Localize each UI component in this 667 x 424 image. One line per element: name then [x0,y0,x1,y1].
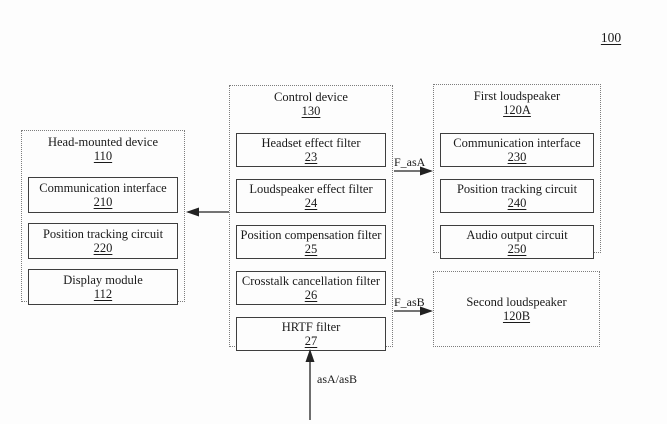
sub-block-position-tracking-circuit: Position tracking circuit 220 [28,223,178,259]
box-title: Second loudspeaker 120B [440,295,593,324]
sub-block-ref: 26 [304,287,318,302]
sub-block-ref: 23 [304,149,318,164]
box-title-label: Control device [274,90,348,104]
sub-block-ref: 27 [304,333,318,348]
head-mounted-device-box: Head-mounted device 110 Communication in… [21,130,185,305]
sub-block-headset-effect-filter: Headset effect filter 23 [236,133,386,167]
sub-block-loudspeaker-effect-filter: Loudspeaker effect filter 24 [236,179,386,213]
sub-block-label: Display module [63,272,143,287]
sub-block-ref: 24 [304,195,318,210]
box-ref: 120A [503,103,531,117]
first-loudspeaker-box: First loudspeaker 120A Communication int… [433,84,601,259]
sub-block-label: Audio output circuit [466,227,568,242]
sub-block-display-module: Display module 112 [28,269,178,305]
label-f-asb: F_asB [394,295,425,309]
sub-block-communication-interface: Communication interface 230 [440,133,594,167]
sub-block-position-tracking-circuit: Position tracking circuit 240 [440,179,594,213]
figure-ref-label: 100 [600,30,622,45]
sub-block-label: Communication interface [453,135,581,150]
sub-block-label: HRTF filter [281,319,341,334]
sub-block-label: Position tracking circuit [42,226,164,241]
sub-block-ref: 210 [93,194,113,209]
second-loudspeaker-box: Second loudspeaker 120B [433,271,600,347]
box-ref: 110 [93,149,113,163]
sub-block-ref: 240 [507,195,527,210]
label-f-asa: F_asA [394,155,426,169]
control-device-box: Control device 130 Headset effect filter… [229,85,393,351]
sub-block-ref: 230 [507,149,527,164]
sub-block-label: Position compensation filter [240,227,382,242]
sub-block-hrtf-filter: HRTF filter 27 [236,317,386,351]
sub-block-crosstalk-cancellation-filter: Crosstalk cancellation filter 26 [236,271,386,305]
sub-block-audio-output-circuit: Audio output circuit 250 [440,225,594,259]
box-title: Head-mounted device 110 [28,131,178,167]
box-title-label: First loudspeaker [473,89,561,103]
sub-block-position-compensation-filter: Position compensation filter 25 [236,225,386,259]
box-ref: 130 [301,104,321,118]
box-ref: 120B [502,308,531,323]
box-title: Control device 130 [236,86,386,121]
sub-block-ref: 25 [304,241,318,256]
sub-block-label: Loudspeaker effect filter [249,181,373,196]
sub-block-label: Headset effect filter [261,135,361,150]
sub-block-ref: 112 [93,286,113,301]
box-title-label: Second loudspeaker [466,294,567,309]
sub-block-label: Communication interface [39,180,167,195]
box-title-label: Head-mounted device [47,135,159,149]
sub-block-ref: 250 [507,241,527,256]
sub-block-label: Crosstalk cancellation filter [241,273,381,288]
sub-block-ref: 220 [93,240,113,255]
box-title: First loudspeaker 120A [440,85,594,121]
label-asa-asb: asA/asB [317,372,357,386]
sub-block-label: Position tracking circuit [456,181,578,196]
sub-block-communication-interface: Communication interface 210 [28,177,178,213]
